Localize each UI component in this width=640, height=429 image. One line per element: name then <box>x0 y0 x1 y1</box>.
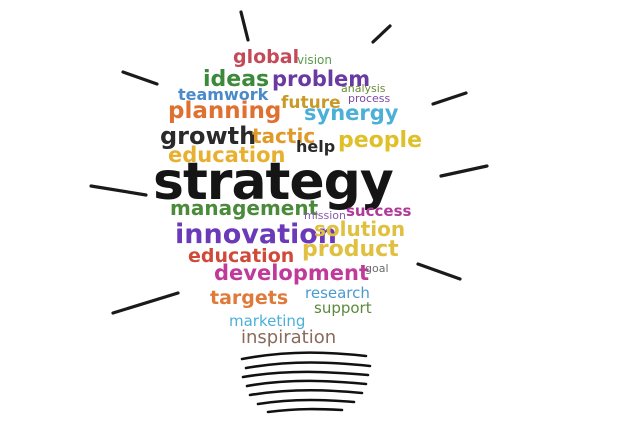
ray-top-right <box>371 24 392 44</box>
word-help: help <box>296 137 336 156</box>
word-education-top: education <box>168 143 286 167</box>
word-innovation: innovation <box>175 219 337 250</box>
word-global: global <box>233 46 300 68</box>
ray-lower-left <box>111 291 180 315</box>
ray-upper-left <box>121 70 159 86</box>
word-solution: solution <box>314 217 406 241</box>
word-education-mid: education <box>188 245 295 267</box>
word-success: success <box>346 202 412 220</box>
light-rays <box>89 10 489 315</box>
word-vision: vision <box>297 53 332 67</box>
word-marketing: marketing <box>229 312 306 330</box>
word-synergy: synergy <box>304 101 399 125</box>
ray-upper-right <box>431 91 468 106</box>
word-inspiration: inspiration <box>241 327 337 348</box>
word-analysis: analysis <box>341 82 386 95</box>
word-future: future <box>281 93 341 113</box>
word-development: development <box>214 261 369 285</box>
word-process: process <box>348 92 391 105</box>
word-targets: targets <box>210 287 289 309</box>
word-mission: mission <box>304 209 346 222</box>
word-teamwork: teamwork <box>178 85 269 104</box>
word-problem: problem <box>272 67 371 91</box>
bulb-base-coil <box>240 351 372 414</box>
ray-top-left <box>239 10 250 42</box>
word-growth: growth <box>160 122 257 150</box>
word-strategy: strategy <box>153 152 394 212</box>
ray-mid-left <box>89 184 148 197</box>
word-support: support <box>314 299 372 317</box>
ray-mid-right <box>439 164 489 178</box>
word-ideas: ideas <box>203 67 270 92</box>
word-research: research <box>305 284 370 302</box>
word-product: product <box>302 237 399 262</box>
ray-lower-right <box>416 262 462 281</box>
word-goal: goal <box>365 262 389 275</box>
word-management: management <box>170 196 319 220</box>
word-tactic: tactic <box>252 124 316 148</box>
word-planning: planning <box>168 98 282 124</box>
word-people: people <box>338 128 422 153</box>
